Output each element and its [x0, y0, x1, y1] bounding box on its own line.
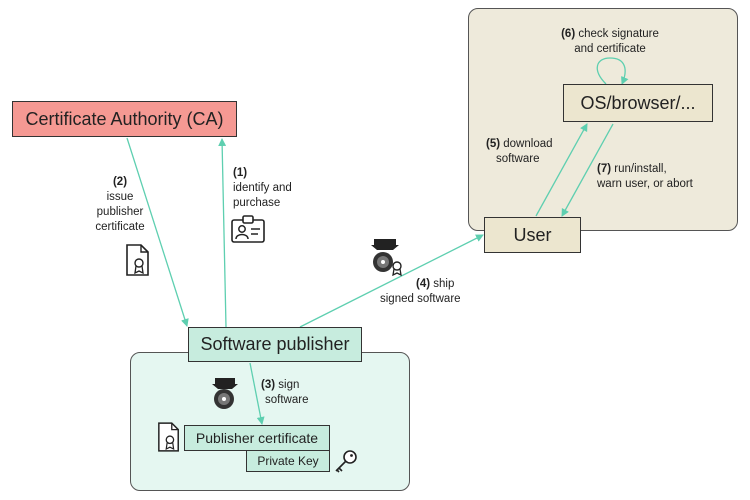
key-icon — [335, 450, 357, 473]
arrow-issue-certificate — [126, 137, 189, 327]
user-node: User — [484, 217, 581, 253]
arrow-identify-purchase — [218, 138, 227, 328]
certificate-document-icon — [158, 422, 179, 452]
disc-install-icon — [212, 378, 238, 409]
step-6-label: (6) check signature and certificate — [561, 28, 659, 55]
id-card-icon — [231, 215, 265, 243]
step-4-label: (4) ship signed software — [380, 278, 461, 305]
publisher-certificate-node: Publisher certificate — [184, 425, 330, 451]
arrow-check-signature — [596, 57, 629, 85]
arrow-run-install — [561, 123, 614, 217]
arrow-sign-software — [249, 362, 265, 425]
step-3-label: (3) sign software — [261, 379, 309, 406]
os-browser-node: OS/browser/... — [563, 84, 713, 122]
step-5-label: (5) download software — [486, 138, 553, 165]
step-1-label: (1) identify and purchase — [233, 167, 292, 209]
software-publisher-node: Software publisher — [188, 327, 362, 362]
step-7-label: (7) run/install, warn user, or abort — [597, 163, 693, 190]
arrow-ship-software — [299, 234, 484, 328]
certificate-authority-node: Certificate Authority (CA) — [12, 101, 237, 137]
certificate-document-icon — [126, 244, 149, 276]
step-2-label: (2) issue publisher certificate — [95, 176, 145, 233]
arrow-download-software — [535, 123, 588, 217]
signed-disc-icon — [371, 239, 402, 276]
private-key-node: Private Key — [246, 450, 330, 472]
